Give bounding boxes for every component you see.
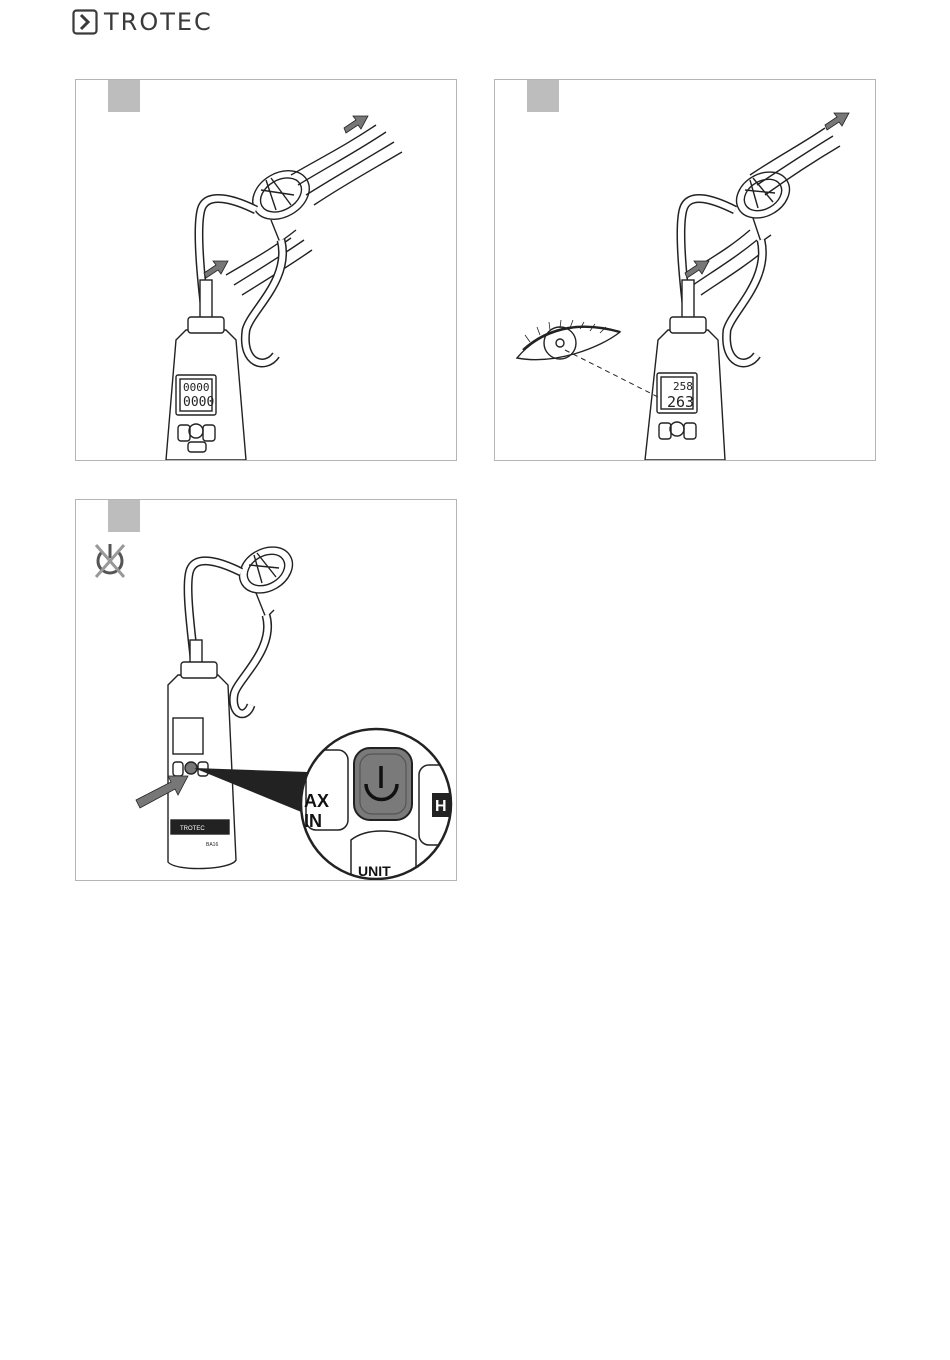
device-model-label: BA16 bbox=[206, 842, 218, 848]
lcd-bottom-reading: 0000 bbox=[183, 395, 214, 410]
illustration-panel-3: TROTEC BA16 AX IN H UNIT bbox=[75, 499, 457, 881]
chevron-right-icon bbox=[72, 9, 98, 35]
airflow-arrow-icon bbox=[344, 116, 368, 133]
zoom-button-label-min: IN bbox=[304, 811, 322, 831]
airflow-arrow-icon bbox=[825, 113, 849, 130]
airflow-arrow-icon bbox=[204, 261, 228, 278]
zoom-button-label-max: AX bbox=[304, 791, 329, 811]
power-off-crossed-icon bbox=[96, 544, 124, 577]
anemometer-measuring-illustration: 0000 0000 bbox=[76, 80, 456, 460]
lcd-bottom-reading: 263 bbox=[667, 393, 694, 411]
zoom-button-label-hold: H bbox=[435, 798, 447, 815]
brand-name: TROTEC bbox=[104, 8, 213, 36]
reading-display-illustration: 258 263 bbox=[495, 80, 875, 460]
power-off-illustration: TROTEC BA16 AX IN H UNIT bbox=[76, 500, 456, 880]
lcd-top-reading: 0000 bbox=[183, 381, 210, 394]
airflow-arrow-icon bbox=[685, 261, 709, 278]
trotec-logo: TROTEC bbox=[72, 8, 213, 36]
device-brand-label: TROTEC bbox=[180, 826, 205, 832]
illustration-panel-1: 0000 0000 bbox=[75, 79, 457, 461]
illustration-panel-2: 258 263 bbox=[494, 79, 876, 461]
lcd-top-reading: 258 bbox=[673, 380, 693, 393]
